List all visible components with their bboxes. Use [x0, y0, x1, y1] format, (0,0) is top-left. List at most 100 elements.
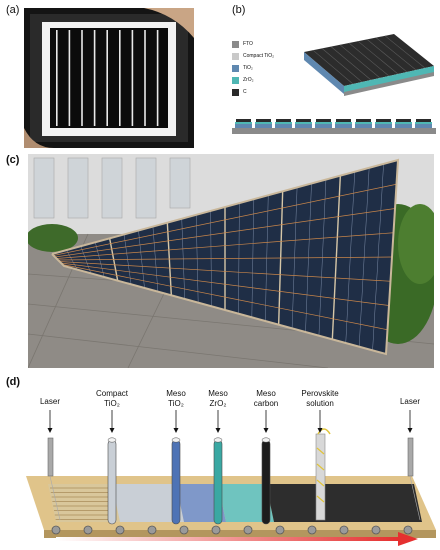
xsec-tio2	[235, 124, 252, 128]
step-label-line1: Perovskite	[301, 389, 339, 398]
top-stripe	[375, 37, 417, 71]
active-area	[50, 28, 168, 128]
panel-label-d: (d)	[6, 376, 21, 388]
array-row-line	[60, 262, 390, 306]
xsec-carbon	[416, 119, 431, 122]
xsec-carbon	[296, 119, 311, 122]
legend-item: TiO₂	[232, 62, 302, 74]
step-label-line1: Compact	[96, 389, 129, 398]
step-pointer-head	[317, 428, 323, 433]
cell-stripe	[93, 30, 96, 126]
xsec-tio2	[395, 124, 412, 128]
panel-label-a: (a)	[6, 4, 20, 16]
legend-item: C	[232, 86, 302, 98]
panel-a-module-photo	[24, 8, 194, 148]
top-stripe	[312, 49, 354, 85]
xsec-zro2	[335, 122, 352, 124]
xsec-zro2	[235, 122, 252, 124]
xsec-tio2	[315, 124, 332, 128]
cell-stripe	[106, 30, 108, 126]
xsec-tio2	[255, 124, 272, 128]
conveyor-roller	[403, 525, 413, 535]
top-stripe	[321, 48, 363, 83]
building-windows	[33, 157, 191, 219]
laser-head	[47, 437, 54, 477]
conveyor-roller	[115, 525, 125, 535]
laser-beam	[49, 475, 61, 521]
coating-roller	[213, 439, 223, 525]
finger-shape-2	[24, 128, 54, 148]
process-direction-arrow-head	[398, 532, 418, 546]
array-row-line	[62, 264, 388, 331]
coating-roller	[171, 439, 181, 525]
xsec-carbon	[396, 119, 411, 122]
solution-stripe	[316, 463, 325, 471]
xsec-zro2	[395, 122, 412, 124]
legend-label: Compact TiO₂	[243, 53, 275, 59]
solution-stripe	[316, 479, 325, 487]
fto-substrate	[232, 128, 436, 134]
array-row-line	[57, 256, 393, 261]
sheet-carbon	[266, 484, 422, 522]
legend-item: ZrO₂	[232, 74, 302, 86]
hedge-left	[28, 224, 78, 252]
xsec-carbon	[376, 119, 391, 122]
perovskite-applicator	[315, 433, 326, 521]
conveyor-roller	[83, 525, 93, 535]
legend-item: FTO	[232, 38, 302, 50]
step-pointer-head	[109, 428, 115, 433]
process-direction-arrow-shaft	[56, 537, 398, 541]
legend-label: TiO₂	[243, 65, 253, 71]
legend-label: C	[243, 89, 247, 95]
cross-section-cells	[235, 119, 432, 128]
sheet-meso-tio2	[176, 484, 226, 522]
xsec-carbon	[336, 119, 351, 122]
legend-item: Compact TiO₂	[232, 50, 302, 62]
conveyor-roller	[211, 525, 221, 535]
conveyor-roller	[51, 525, 61, 535]
step-pointer-head	[173, 428, 179, 433]
process-units	[47, 428, 421, 525]
sheet-laser-scribed	[48, 484, 120, 522]
step-label-line1: Meso	[166, 389, 186, 398]
step-label-line1: Meso	[256, 389, 276, 398]
xsec-tio2	[335, 124, 352, 128]
cell-stripe	[81, 30, 83, 126]
top-stripe	[384, 35, 426, 69]
legend-swatch	[232, 64, 239, 72]
xsec-zro2	[295, 122, 312, 124]
xsec-zro2	[375, 122, 392, 124]
step-pointer-head	[263, 428, 269, 433]
step-label-line2: TiO₂	[104, 399, 120, 408]
xsec-tio2	[355, 124, 372, 128]
coating-roller-cap	[261, 437, 271, 443]
panel-b-layer-stack	[304, 34, 434, 96]
laser-scribe-lines	[50, 487, 114, 520]
top-stripes	[312, 35, 426, 85]
conveyor-roller	[147, 525, 157, 535]
panel-array-frame	[51, 158, 400, 356]
finger-shape	[144, 8, 194, 38]
cell-stripe	[156, 30, 159, 126]
fto-edge	[344, 72, 434, 96]
step-pointer-head	[215, 428, 221, 433]
panel-array-grid	[53, 163, 397, 351]
step-label-line2: solution	[306, 399, 334, 408]
panel-label-c: (c)	[6, 154, 20, 166]
step-labels: LaserCompactTiO₂MesoTiO₂MesoZrO₂Mesocarb…	[40, 389, 420, 433]
conveyor-rollers	[51, 525, 413, 535]
conveyor-roller	[339, 525, 349, 535]
step-label-line1: Laser	[400, 397, 420, 406]
step-pointer-head	[407, 428, 413, 433]
array-row-line	[56, 232, 394, 259]
xsec-tio2	[295, 124, 312, 128]
xsec-carbon	[276, 119, 291, 122]
legend-swatch	[232, 88, 239, 96]
step-label-line2: ZrO₂	[210, 399, 227, 408]
top-stripe	[348, 42, 390, 77]
legend-swatch	[232, 52, 239, 60]
array-row-line	[59, 261, 391, 282]
xsec-zro2	[355, 122, 372, 124]
top-stripe	[339, 44, 381, 79]
top-stripe	[330, 46, 372, 81]
